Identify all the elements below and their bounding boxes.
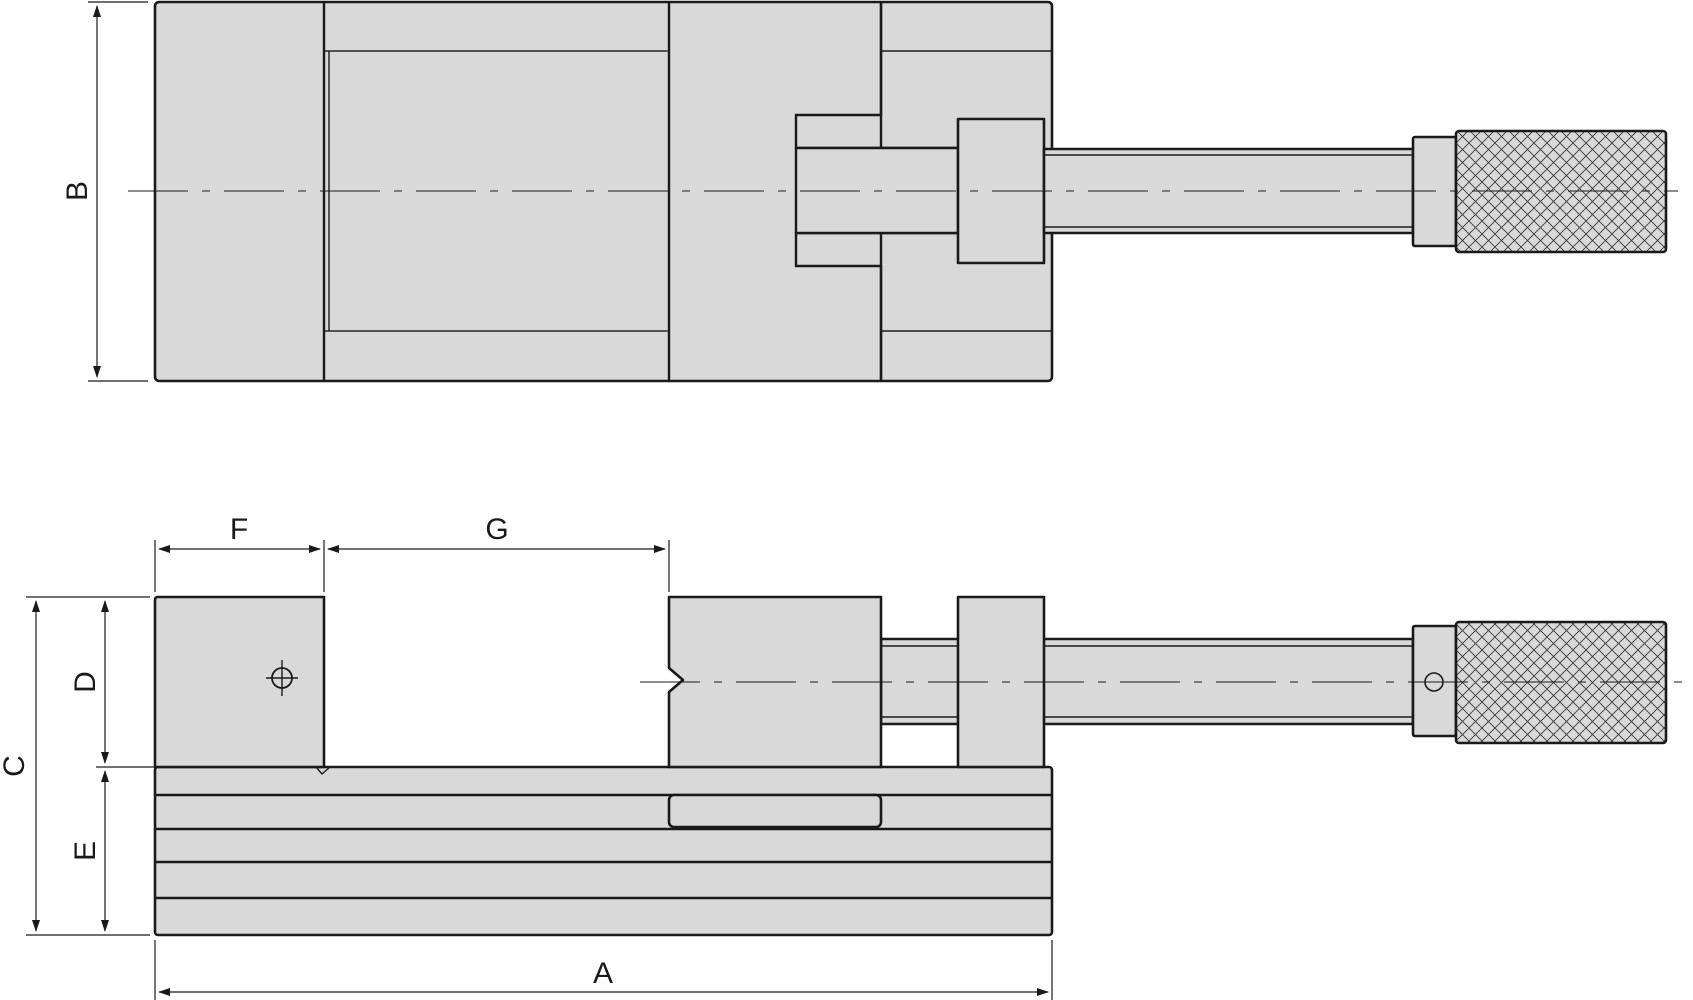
dimension-f: F [154,513,325,592]
dimension-label-e: E [69,841,102,861]
dimension-label-b: B [61,181,94,201]
side-base [153,765,1054,937]
dimension-b: B [61,1,148,382]
dimension-label-d: D [69,671,102,693]
dimension-d: D [69,600,326,768]
top-view [128,0,1678,383]
dimension-g: G [327,513,670,592]
dimension-label-f: F [230,513,248,546]
side-fixed-jaw [153,595,326,769]
dimension-e: E [69,770,109,932]
side-moving-jaw-slide [667,793,883,829]
dimension-label-a: A [593,957,613,990]
dimension-label-g: G [485,513,508,546]
side-view [153,595,1693,937]
dimension-a: A [154,940,1053,1000]
side-fixed-jaw-groove [315,766,331,775]
dimension-c: C [0,596,150,936]
dimension-label-c: C [0,755,31,777]
